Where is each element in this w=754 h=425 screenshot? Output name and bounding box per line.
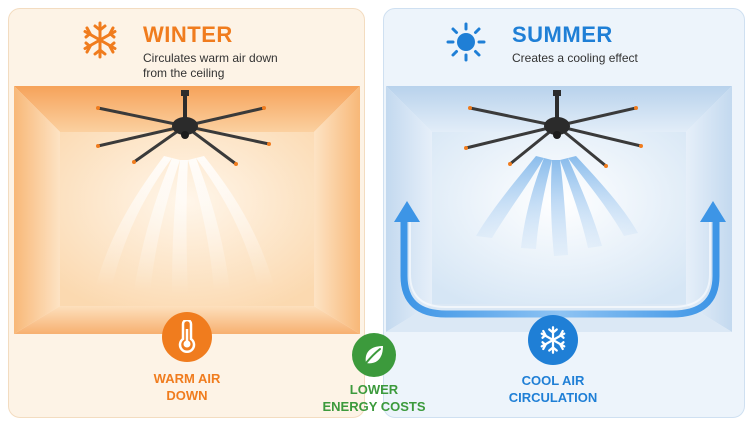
center-badge-line2: ENERGY COSTS bbox=[322, 399, 426, 414]
winter-badge-line2: DOWN bbox=[166, 388, 208, 403]
snowflake-icon bbox=[540, 326, 566, 354]
center-badge-line1: LOWER bbox=[349, 382, 399, 397]
leaf-icon bbox=[365, 346, 383, 364]
snowflake-badge bbox=[528, 315, 578, 365]
summer-badge-line2: CIRCULATION bbox=[508, 390, 598, 405]
winter-subtitle-line2: from the ceiling bbox=[143, 66, 225, 80]
sun-icon bbox=[446, 22, 486, 62]
winter-subtitle: Circulates warm air down from the ceilin… bbox=[143, 51, 278, 81]
thermometer-icon bbox=[178, 320, 196, 353]
snowflake-icon bbox=[83, 21, 117, 59]
summer-title: SUMMER bbox=[512, 22, 613, 47]
thermometer-badge bbox=[162, 312, 212, 362]
summer-subtitle: Creates a cooling effect bbox=[512, 51, 638, 65]
winter-title: WINTER bbox=[143, 22, 233, 47]
winter-badge-label: WARM AIR DOWN bbox=[132, 370, 242, 404]
winter-badge-line1: WARM AIR bbox=[153, 371, 221, 386]
center-badge-label: LOWER ENERGY COSTS bbox=[309, 381, 439, 415]
leaf-badge bbox=[352, 333, 396, 377]
summer-badge-label: COOL AIR CIRCULATION bbox=[493, 372, 613, 406]
summer-room bbox=[386, 86, 732, 332]
winter-room bbox=[14, 86, 360, 334]
winter-subtitle-line1: Circulates warm air down bbox=[143, 51, 278, 65]
summer-badge-line1: COOL AIR bbox=[521, 373, 585, 388]
